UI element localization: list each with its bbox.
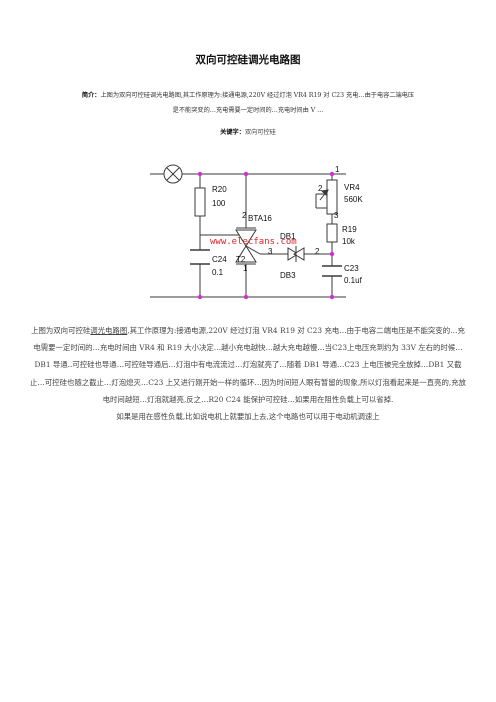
article-p1-pre: 上图为双向可控硅 bbox=[31, 326, 91, 335]
label-triac-pin1: 1 bbox=[243, 264, 248, 273]
label-vr4-value: 560K bbox=[344, 195, 363, 204]
label-triac-pin2: 2 bbox=[242, 211, 247, 220]
label-db1-pin2: 2 bbox=[315, 247, 320, 256]
label-triac-ref: T2 bbox=[236, 255, 246, 264]
label-vr4-pin2: 2 bbox=[318, 184, 323, 193]
page-title: 双向可控硅调光电路图 bbox=[195, 54, 301, 66]
article-paragraph-1: 上图为双向可控硅调光电路图,其工作原理为:接通电源,220V 经过灯泡 VR4 … bbox=[28, 322, 468, 408]
label-vr4-name: VR4 bbox=[344, 183, 360, 192]
label-vr4-pin3: 3 bbox=[334, 211, 339, 220]
intro-line-2: 是不能突变的…充电需要一定时间的…充电时间由 V … bbox=[172, 107, 324, 114]
junction-nodes bbox=[197, 171, 335, 300]
triac-bta16 bbox=[235, 227, 257, 265]
resistor-r20 bbox=[194, 187, 206, 217]
label-r19-value: 10k bbox=[342, 237, 356, 246]
label-c23-name: C23 bbox=[344, 264, 359, 273]
label-db1-name: DB1 bbox=[280, 232, 296, 241]
resistor-r19 bbox=[326, 223, 338, 243]
watermark-text: www.elecfans.com bbox=[210, 237, 297, 247]
label-triac-name: BTA16 bbox=[248, 214, 272, 223]
capacitor-c23 bbox=[322, 265, 342, 277]
intro-line-1: 上图为双向可控硅调光电路图,其工作原理为:接通电源,220V 经过灯泡 VR4 … bbox=[100, 92, 415, 99]
article-paragraph-2: 如果是用在感性负载,比如说电机上就要加上去,这个电路也可以用于电动机调速上 bbox=[116, 412, 380, 422]
keywords-value: 双向可控硅 bbox=[244, 129, 276, 136]
label-r19-name: R19 bbox=[342, 225, 357, 234]
label-c24-value: 0.1 bbox=[212, 268, 224, 277]
circuit-diagram: R20 100 C24 0.1 2 BTA16 T2 1 DB1 3 2 DB3… bbox=[150, 164, 363, 300]
article-link-dimmer-circuit[interactable]: 调光电路图 bbox=[90, 326, 128, 335]
label-r20-name: R20 bbox=[212, 185, 227, 194]
potentiometer-vr4 bbox=[319, 179, 338, 215]
keywords-block: 关键字：双向可控硅 bbox=[0, 127, 496, 136]
intro-label: 简介： bbox=[81, 92, 101, 99]
label-vr4-pin1: 1 bbox=[335, 165, 340, 174]
article-body: 上图为双向可控硅调光电路图,其工作原理为:接通电源,220V 经过灯泡 VR4 … bbox=[28, 322, 468, 425]
article-p1-post: ,其工作原理为:接通电源,220V 经过灯泡 VR4 R19 对 C23 充电…… bbox=[30, 326, 466, 404]
diode-db1 bbox=[287, 246, 305, 262]
intro-block: 简介：上图为双向可控硅调光电路图,其工作原理为:接通电源,220V 经过灯泡 V… bbox=[40, 88, 456, 118]
lamp-icon bbox=[163, 164, 183, 184]
label-db1-pin3: 3 bbox=[268, 247, 273, 256]
label-r20-value: 100 bbox=[212, 199, 226, 208]
label-db3-name: DB3 bbox=[280, 271, 296, 280]
capacitor-c24 bbox=[190, 249, 210, 265]
keywords-label: 关键字： bbox=[220, 129, 245, 136]
label-c23-value: 0.1uf bbox=[344, 276, 363, 285]
label-c24-name: C24 bbox=[212, 255, 227, 264]
